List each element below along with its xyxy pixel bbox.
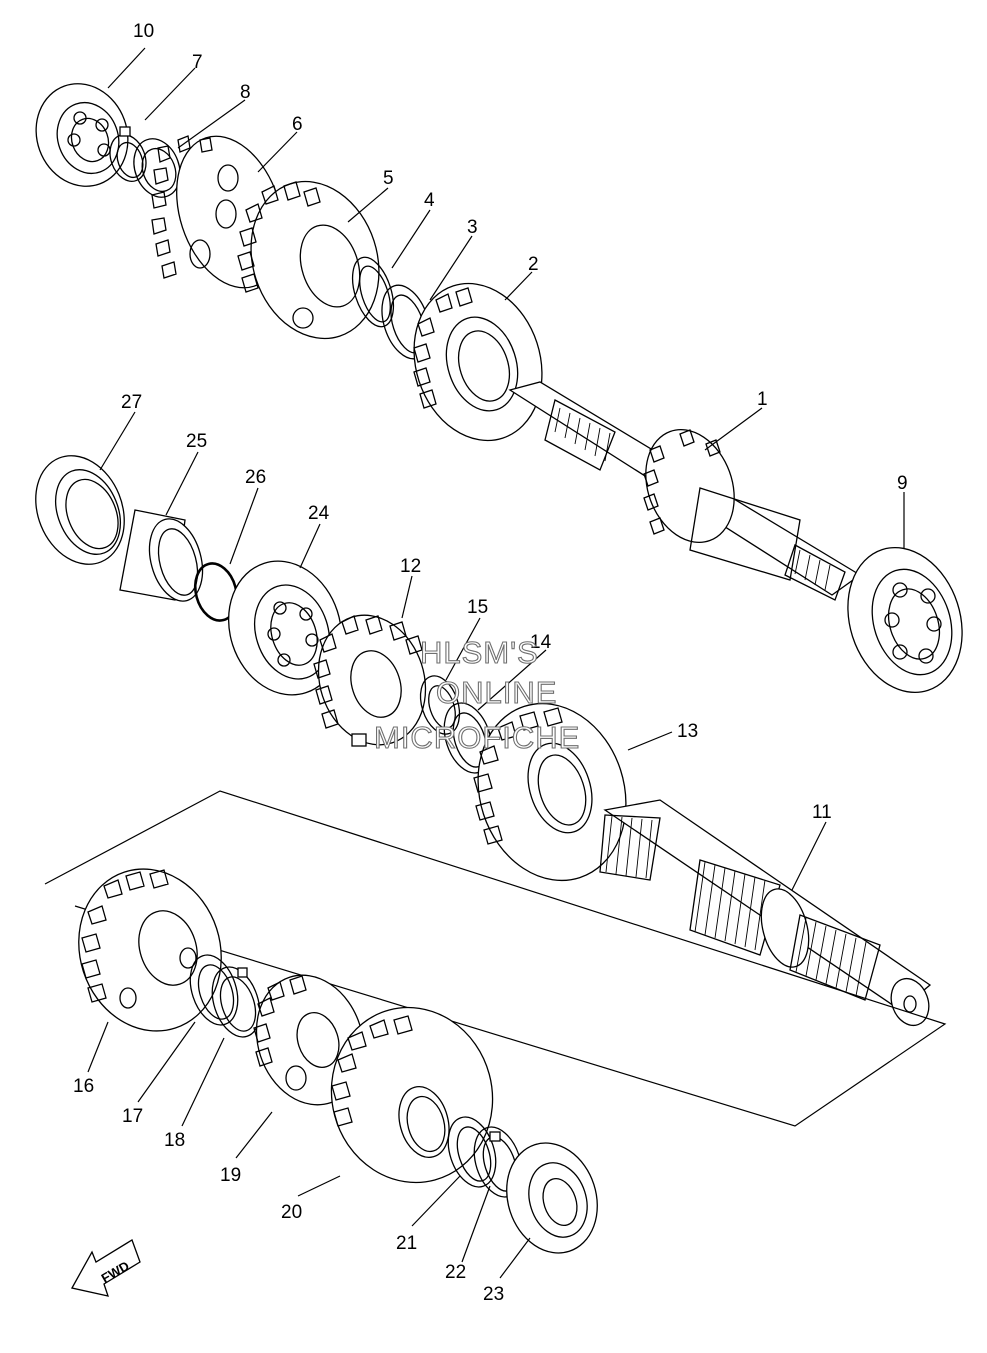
washer-part-17 [189, 954, 239, 1026]
callout-22: 22 [445, 1262, 466, 1283]
watermark-line-3: MICROFICHE [374, 720, 580, 755]
gear-part-2 [413, 282, 543, 442]
callout-11: 11 [812, 802, 832, 823]
drive-axle-assembly [35, 455, 947, 1254]
callout-20: 20 [281, 1202, 302, 1223]
bearing-part-23 [506, 1142, 598, 1254]
gear-part-20 [330, 1006, 494, 1184]
gear-part-13 [473, 702, 627, 882]
callout-1: 1 [757, 389, 768, 410]
callout-25: 25 [186, 431, 207, 452]
circlip-part-18 [211, 966, 261, 1038]
callout-26: 26 [245, 467, 266, 488]
callout-21: 21 [396, 1233, 417, 1254]
callout-10: 10 [133, 21, 154, 42]
bearing-part-9 [847, 546, 963, 694]
circlip-part-7 [109, 126, 147, 182]
bearing-part-10 [35, 83, 129, 187]
callout-6: 6 [292, 114, 303, 135]
callout-8: 8 [240, 82, 251, 103]
fwd-arrow-icon: FWD [71, 1239, 141, 1297]
collar-part-25 [119, 509, 204, 602]
main-axle-part-1 [508, 381, 862, 601]
gear-part-16 [78, 868, 222, 1032]
callout-14: 14 [530, 632, 552, 653]
callout-2: 2 [528, 254, 539, 275]
circlip-part-14 [419, 675, 461, 735]
watermark-line-1: HLSM'S [420, 635, 539, 670]
callout-3: 3 [467, 217, 478, 238]
callout-19: 19 [220, 1165, 241, 1186]
washer-part-8 [133, 138, 181, 198]
callout-18: 18 [164, 1130, 185, 1151]
callout-4: 4 [424, 190, 435, 211]
callout-23: 23 [483, 1284, 504, 1305]
callout-labels: 10 7 8 6 5 4 3 2 1 9 27 25 26 24 12 15 1… [73, 21, 908, 1305]
callout-24: 24 [308, 503, 330, 524]
watermark: HLSM'S ONLINE MICROFICHE [373, 634, 580, 755]
watermark-line-2: ONLINE [436, 675, 557, 710]
callout-13: 13 [677, 721, 698, 742]
bearing-part-24 [227, 560, 343, 696]
drive-axle-part-11 [599, 799, 932, 1027]
callout-7: 7 [192, 52, 203, 73]
callout-5: 5 [383, 168, 394, 189]
gear-part-5 [237, 180, 380, 340]
callout-16: 16 [73, 1076, 94, 1097]
callout-15: 15 [467, 597, 488, 618]
leader-lines [87, 47, 905, 1279]
main-axle-assembly [35, 83, 963, 694]
subassembly-outline [44, 790, 947, 1127]
gear-part-12 [313, 614, 427, 747]
callout-12: 12 [400, 556, 421, 577]
o-ring-part-26 [193, 562, 239, 622]
callout-9: 9 [897, 473, 908, 494]
callout-27: 27 [121, 392, 142, 413]
oil-seal-part-27 [35, 455, 125, 565]
callout-17: 17 [122, 1106, 143, 1127]
